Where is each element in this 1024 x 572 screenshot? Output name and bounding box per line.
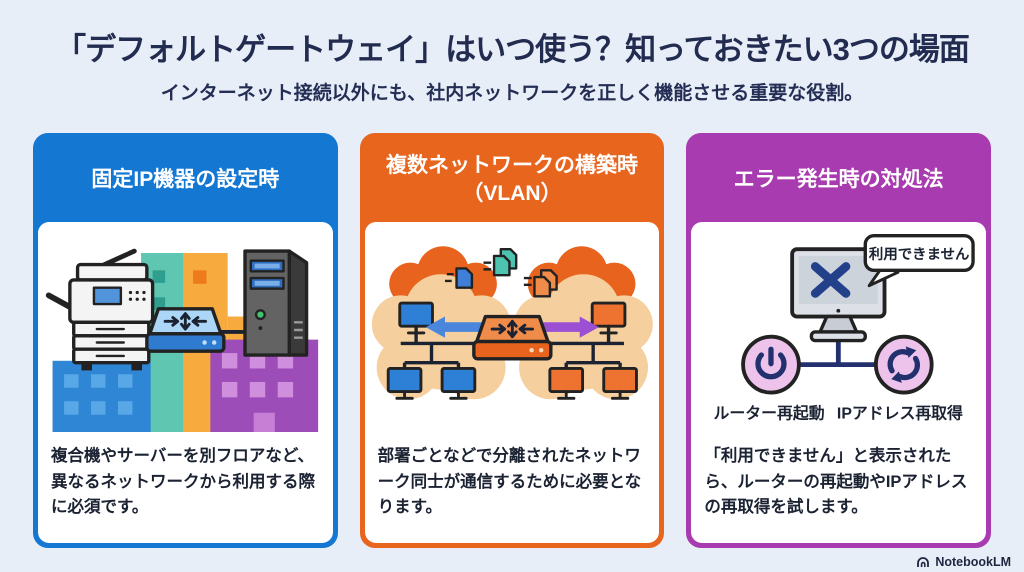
renew-ip-label: IPアドレス再取得: [837, 404, 963, 423]
card-description: 複合機やサーバーを別フロアなど、異なるネットワークから利用する際に必須です。: [51, 447, 315, 517]
page-title: 「デフォルトゲートウェイ」はいつ使う？知っておきたい3つの場面: [55, 32, 970, 67]
vlan-illustration: [371, 246, 653, 400]
error-illustration: 利用できません: [714, 234, 976, 423]
server-icon: [243, 249, 309, 357]
error-monitor-icon: [790, 247, 887, 343]
notebooklm-logo-icon: [917, 557, 930, 567]
monitor-icons-left: [386, 301, 476, 400]
card-header-error: エラー発生時の対処法: [691, 138, 986, 222]
card-error-handling: エラー発生時の対処法: [686, 133, 992, 548]
speech-bubble: 利用できません: [863, 234, 976, 288]
card-header-label: エラー発生時の対処法: [733, 167, 944, 191]
cards-row: 固定IP機器の設定時: [33, 133, 992, 548]
page-subtitle: インターネット接続以外にも、社内ネットワークを正しく機能させる重要な役割。: [160, 83, 864, 104]
renew-ip-button: [874, 334, 934, 395]
card-header-vlan: 複数ネットワークの構築時 （VLAN）: [365, 138, 660, 222]
arrow-left-icon: [425, 316, 482, 338]
restart-router-button: [741, 334, 802, 395]
brand-name: NotebookLM: [935, 555, 1011, 569]
fixed-ip-illustration: [45, 248, 319, 432]
card-illustration-vlan: [365, 222, 660, 436]
building-icons: [52, 253, 319, 432]
card-header-label-line2: （VLAN）: [462, 182, 562, 205]
printer-icon: [45, 248, 155, 371]
card-body-error: 利用できません: [691, 222, 987, 543]
brand-footer: NotebookLM: [916, 555, 1011, 569]
monitor-icons-right: [548, 301, 638, 400]
restart-router-label: ルーター再起動: [714, 404, 825, 423]
router-icon: [471, 314, 553, 361]
router-arrows-icon: [163, 312, 207, 331]
card-vlan-networks: 複数ネットワークの構築時 （VLAN）: [359, 133, 665, 548]
card-illustration-error: 利用できません: [691, 222, 986, 436]
card-illustration-fixed-ip: [38, 222, 333, 436]
arrow-right-icon: [542, 316, 599, 338]
router-icon: [145, 307, 226, 353]
card-header-label: 複数ネットワークの構築時: [386, 153, 638, 177]
card-body-fixed-ip: 複合機やサーバーを別フロアなど、異なるネットワークから利用する際に必須です。: [38, 222, 333, 543]
card-fixed-ip-setup: 固定IP機器の設定時: [33, 133, 338, 548]
router-arrows-icon: [490, 319, 534, 339]
card-description: 「利用できません」と表示されたら、ルーターの再起動やIPアドレスの再取得を試しま…: [704, 447, 968, 517]
card-header-fixed-ip: 固定IP機器の設定時: [38, 138, 333, 222]
card-description: 部署ごとなどで分離されたネットワーク同士が通信するために必要となります。: [377, 447, 642, 517]
bubble-text: 利用できません: [869, 245, 970, 263]
document-icons: [444, 247, 558, 298]
power-icon: [755, 346, 787, 380]
card-body-vlan: 部署ごとなどで分離されたネットワーク同士が通信するために必要となります。: [364, 222, 660, 543]
card-header-label: 固定IP機器の設定時: [91, 167, 280, 191]
x-mark-icon: [811, 262, 851, 298]
